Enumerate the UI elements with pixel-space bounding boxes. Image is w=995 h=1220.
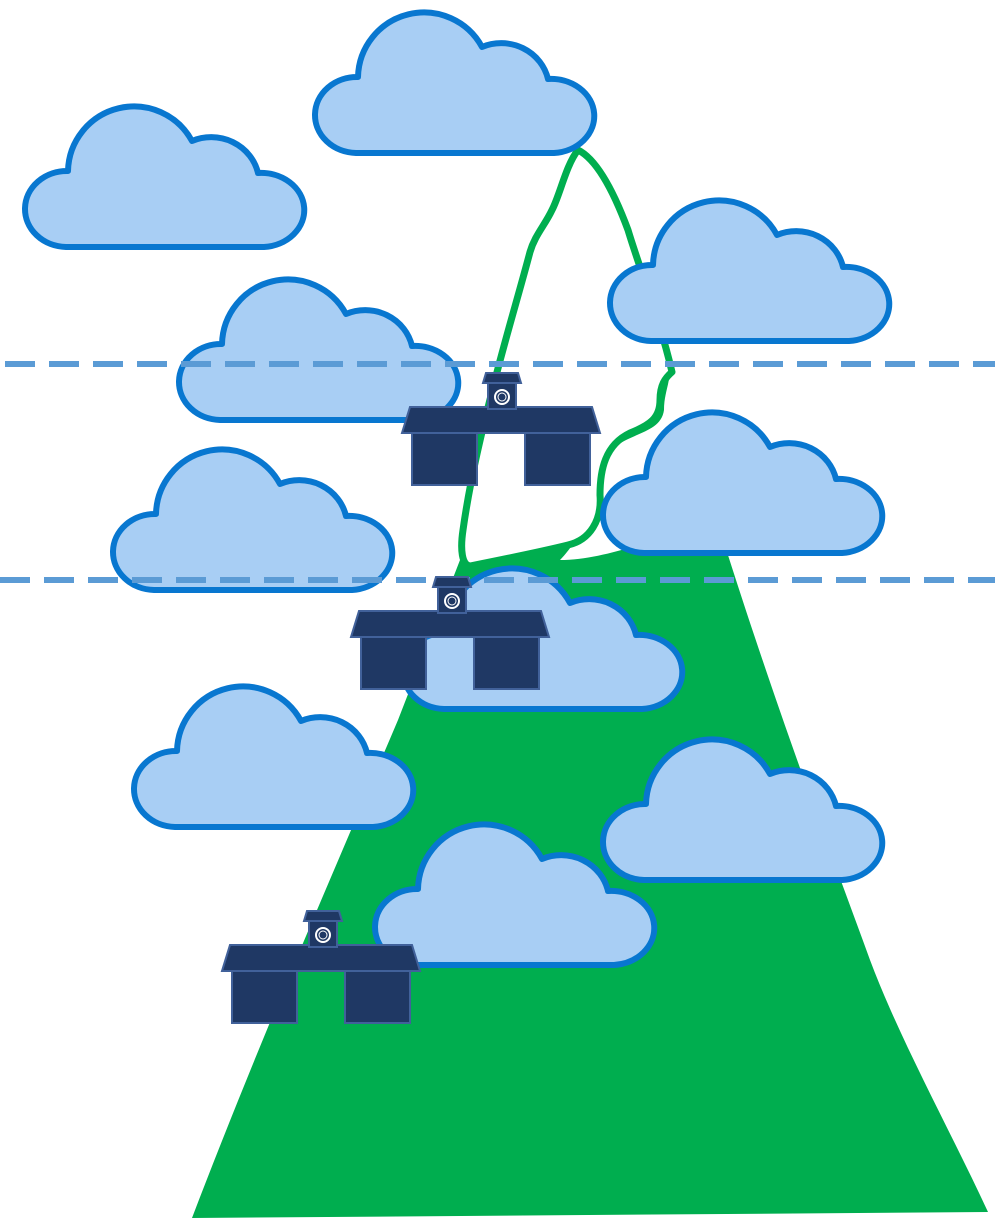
- camera-icon: [483, 373, 521, 409]
- cloud-icon: [179, 279, 458, 420]
- camera-icon: [304, 911, 342, 947]
- camera-icon: [433, 577, 471, 613]
- cloud-icon: [315, 12, 594, 153]
- cloud-icon: [113, 449, 392, 590]
- cloud-icon: [603, 412, 882, 553]
- cloud-icon: [610, 200, 889, 341]
- cloud-icon: [25, 106, 304, 247]
- cloud-icon: [134, 686, 413, 827]
